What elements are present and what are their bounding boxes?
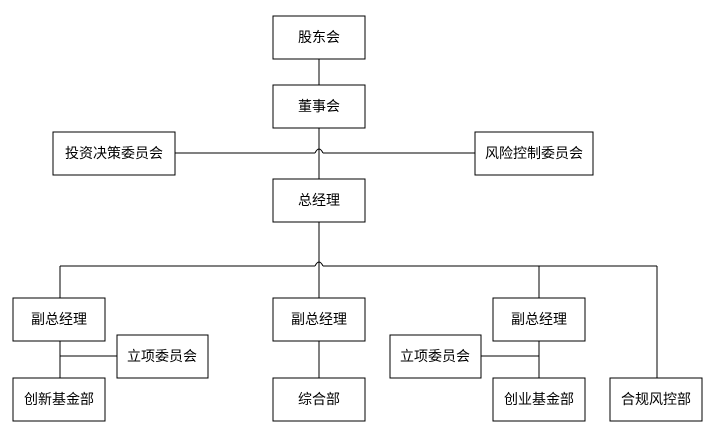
node-innovation-fund-dept-label: 创新基金部 xyxy=(24,391,94,408)
node-compliance-risk-dept-label: 合规风控部 xyxy=(621,392,691,408)
node-project-committee-right-label: 立项委员会 xyxy=(400,349,470,365)
node-deputy-gm-center: 副总经理 xyxy=(272,297,366,342)
node-shareholders-label: 股东会 xyxy=(298,30,340,46)
node-general-affairs-dept: 综合部 xyxy=(272,377,366,422)
node-deputy-gm-left: 副总经理 xyxy=(12,297,106,342)
node-risk-committee: 风险控制委员会 xyxy=(474,131,594,176)
node-project-committee-right: 立项委员会 xyxy=(389,334,482,379)
node-risk-committee-label: 风险控制委员会 xyxy=(485,146,583,162)
connectors xyxy=(59,59,658,378)
node-innovation-fund-dept: 创新基金部 xyxy=(12,377,106,422)
edge-committees-hop xyxy=(314,148,324,154)
node-board-label: 董事会 xyxy=(298,99,340,115)
node-project-committee-left-label: 立项委员会 xyxy=(127,349,197,365)
node-general-manager: 总经理 xyxy=(272,178,366,223)
node-venture-fund-dept-label: 创业基金部 xyxy=(504,391,574,408)
node-compliance-risk-dept: 合规风控部 xyxy=(609,377,703,422)
node-deputy-gm-right: 副总经理 xyxy=(492,297,586,342)
node-deputy-gm-center-label: 副总经理 xyxy=(291,312,347,328)
node-deputy-gm-left-label: 副总经理 xyxy=(31,312,87,328)
node-shareholders: 股东会 xyxy=(272,15,366,60)
edge-bus-hop xyxy=(314,261,324,267)
node-deputy-gm-right-label: 副总经理 xyxy=(511,312,567,328)
node-investment-committee-label: 投资决策委员会 xyxy=(65,145,163,162)
node-general-affairs-dept-label: 综合部 xyxy=(298,392,340,408)
node-board: 董事会 xyxy=(272,84,366,129)
node-venture-fund-dept: 创业基金部 xyxy=(492,377,586,422)
node-investment-committee: 投资决策委员会 xyxy=(52,131,176,176)
node-project-committee-left: 立项委员会 xyxy=(116,334,209,379)
node-general-manager-label: 总经理 xyxy=(298,193,340,209)
